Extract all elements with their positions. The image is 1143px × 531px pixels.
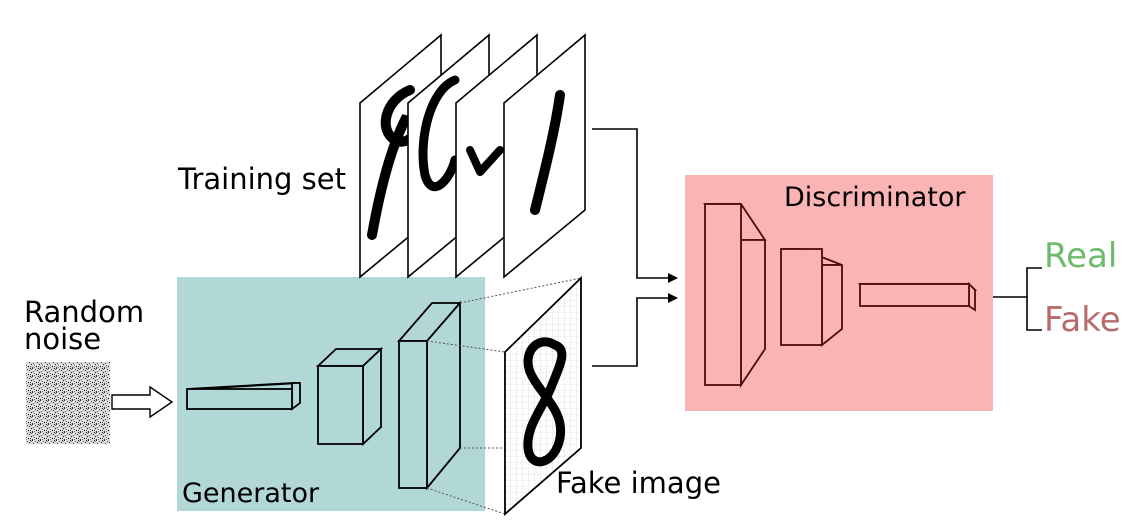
discriminator-layer-3 xyxy=(857,281,978,312)
training-set-label: Training set xyxy=(177,162,346,196)
discriminator-layer-1 xyxy=(702,203,767,388)
fake-connector xyxy=(592,293,678,367)
discriminator-label: Discriminator xyxy=(784,182,966,213)
noise-image xyxy=(26,362,110,444)
fake-image-label: Fake image xyxy=(556,466,721,500)
training-image-4 xyxy=(503,33,586,279)
generator-layer-2 xyxy=(315,346,384,447)
real-output-label: Real xyxy=(1044,236,1117,276)
random-noise-label-line1: Random xyxy=(24,295,144,329)
generator-layer-3 xyxy=(397,300,462,491)
training-set-stack xyxy=(359,33,586,279)
generator-label: Generator xyxy=(182,478,320,509)
random-noise-label-line2: noise xyxy=(24,322,101,356)
generator-layer-1 xyxy=(186,382,301,411)
fake-image xyxy=(504,275,582,516)
connector-lines xyxy=(592,128,678,367)
noise-arrow xyxy=(111,385,174,419)
fake-output-label: Fake xyxy=(1044,300,1121,340)
output-bracket xyxy=(993,267,1042,331)
training-connector xyxy=(592,128,678,283)
discriminator-layer-2 xyxy=(780,248,843,347)
